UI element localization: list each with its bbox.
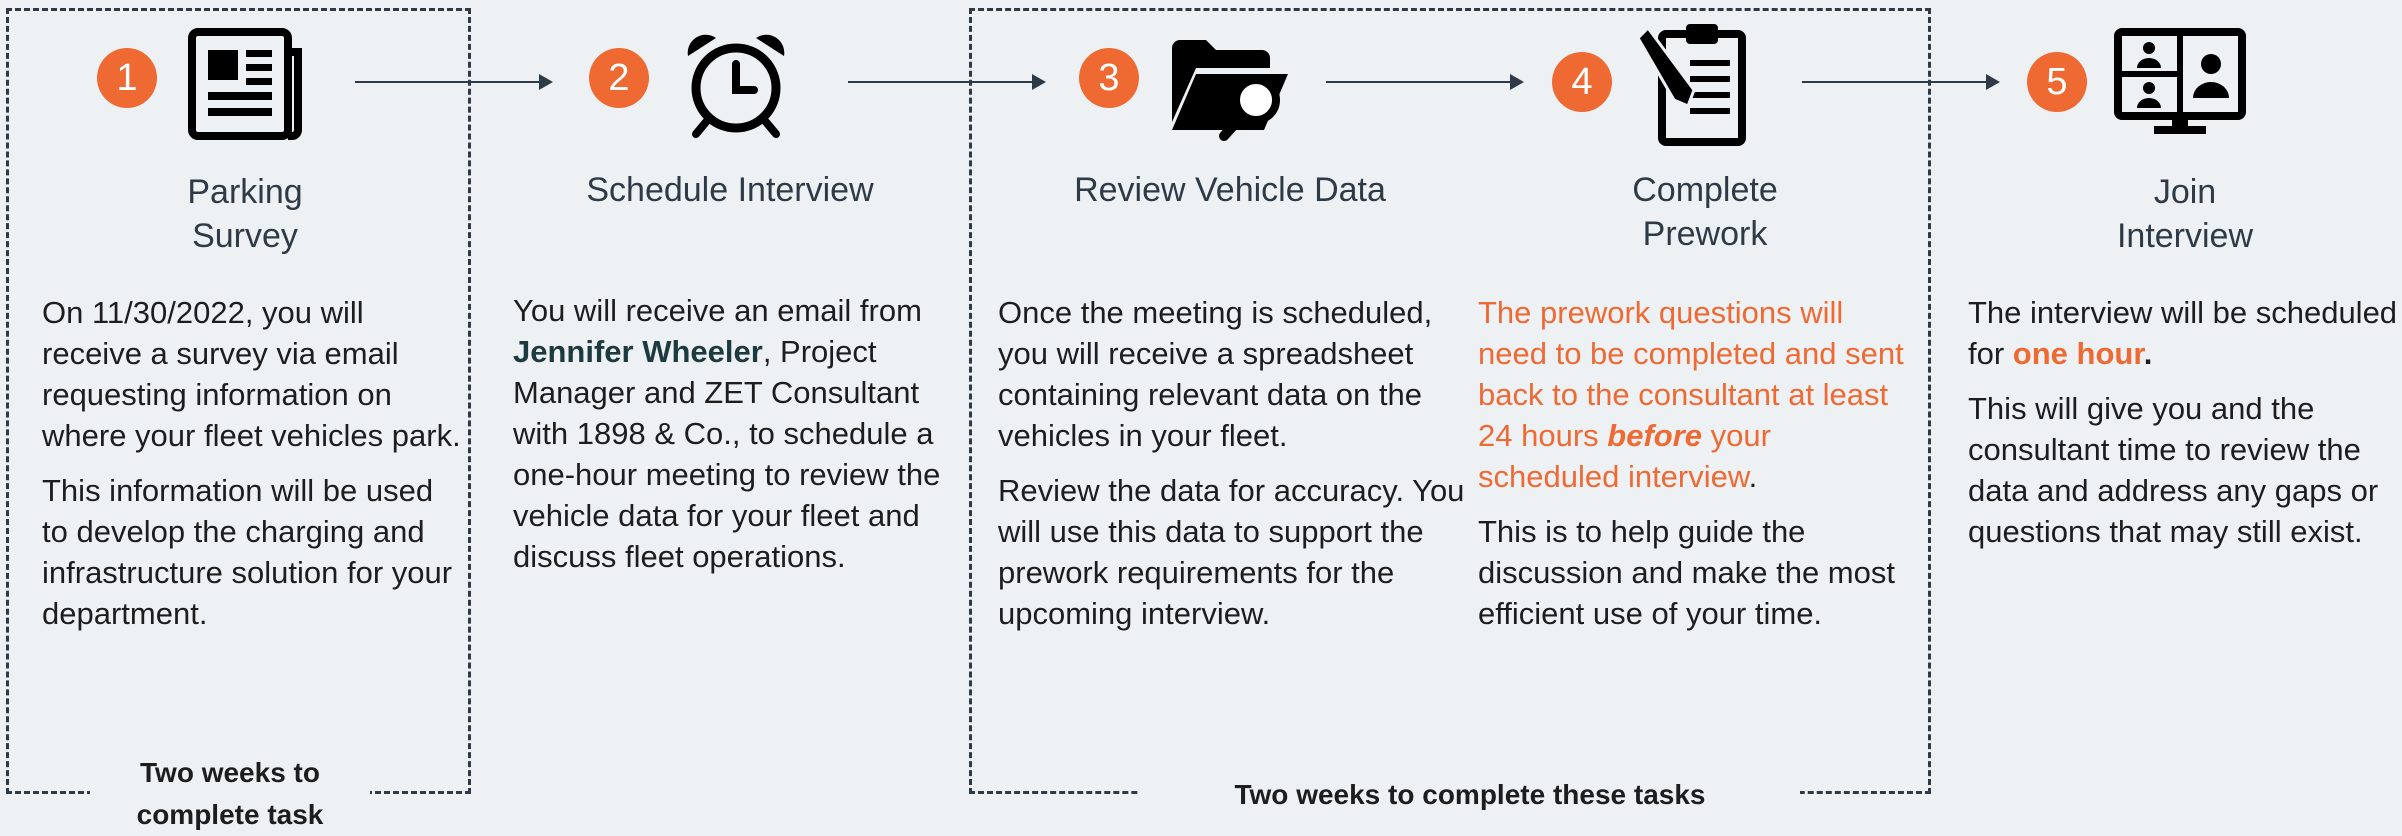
clipboard-pencil-icon: [1636, 24, 1746, 146]
step-description-1: On 11/30/2022, you will receive a survey…: [42, 295, 461, 631]
arrow-3-to-4: [1326, 74, 1524, 90]
step-number-5: 5: [2027, 52, 2087, 112]
timeframe-caption-step1: Two weeks to complete task: [90, 752, 370, 836]
step-number-3: 3: [1079, 48, 1139, 108]
step-title-1: Parking Survey: [187, 173, 303, 255]
newspaper-icon: [188, 28, 302, 140]
step-number-1: 1: [97, 48, 157, 108]
step-number-4: 4: [1552, 52, 1612, 112]
contact-name: Jennifer Wheeler: [513, 334, 763, 369]
folder-search-icon: [1172, 40, 1288, 141]
step-title-5: Join Interview: [2116, 173, 2254, 255]
step-description-4: The prework questions will need to be co…: [1478, 295, 1904, 631]
step-description-3: Once the meeting is scheduled, you will …: [998, 295, 1465, 631]
step-number-2: 2: [589, 48, 649, 108]
arrow-1-to-2: [355, 74, 553, 90]
arrow-2-to-3: [848, 74, 1046, 90]
arrow-4-to-5: [1802, 74, 2000, 90]
step-title-3: Review Vehicle Data: [1074, 171, 1386, 209]
alarm-clock-icon: [687, 34, 785, 138]
step-title-2: Schedule Interview: [586, 171, 874, 209]
timeframe-caption-steps3-4: Two weeks to complete these tasks: [1140, 774, 1800, 816]
step-description-5: The interview will be scheduled for one …: [1968, 295, 2398, 549]
step-description-2: You will receive an email from Jennifer …: [513, 293, 941, 574]
step-title-4: Complete Prework: [1632, 171, 1778, 253]
video-conference-icon: [2114, 28, 2246, 134]
